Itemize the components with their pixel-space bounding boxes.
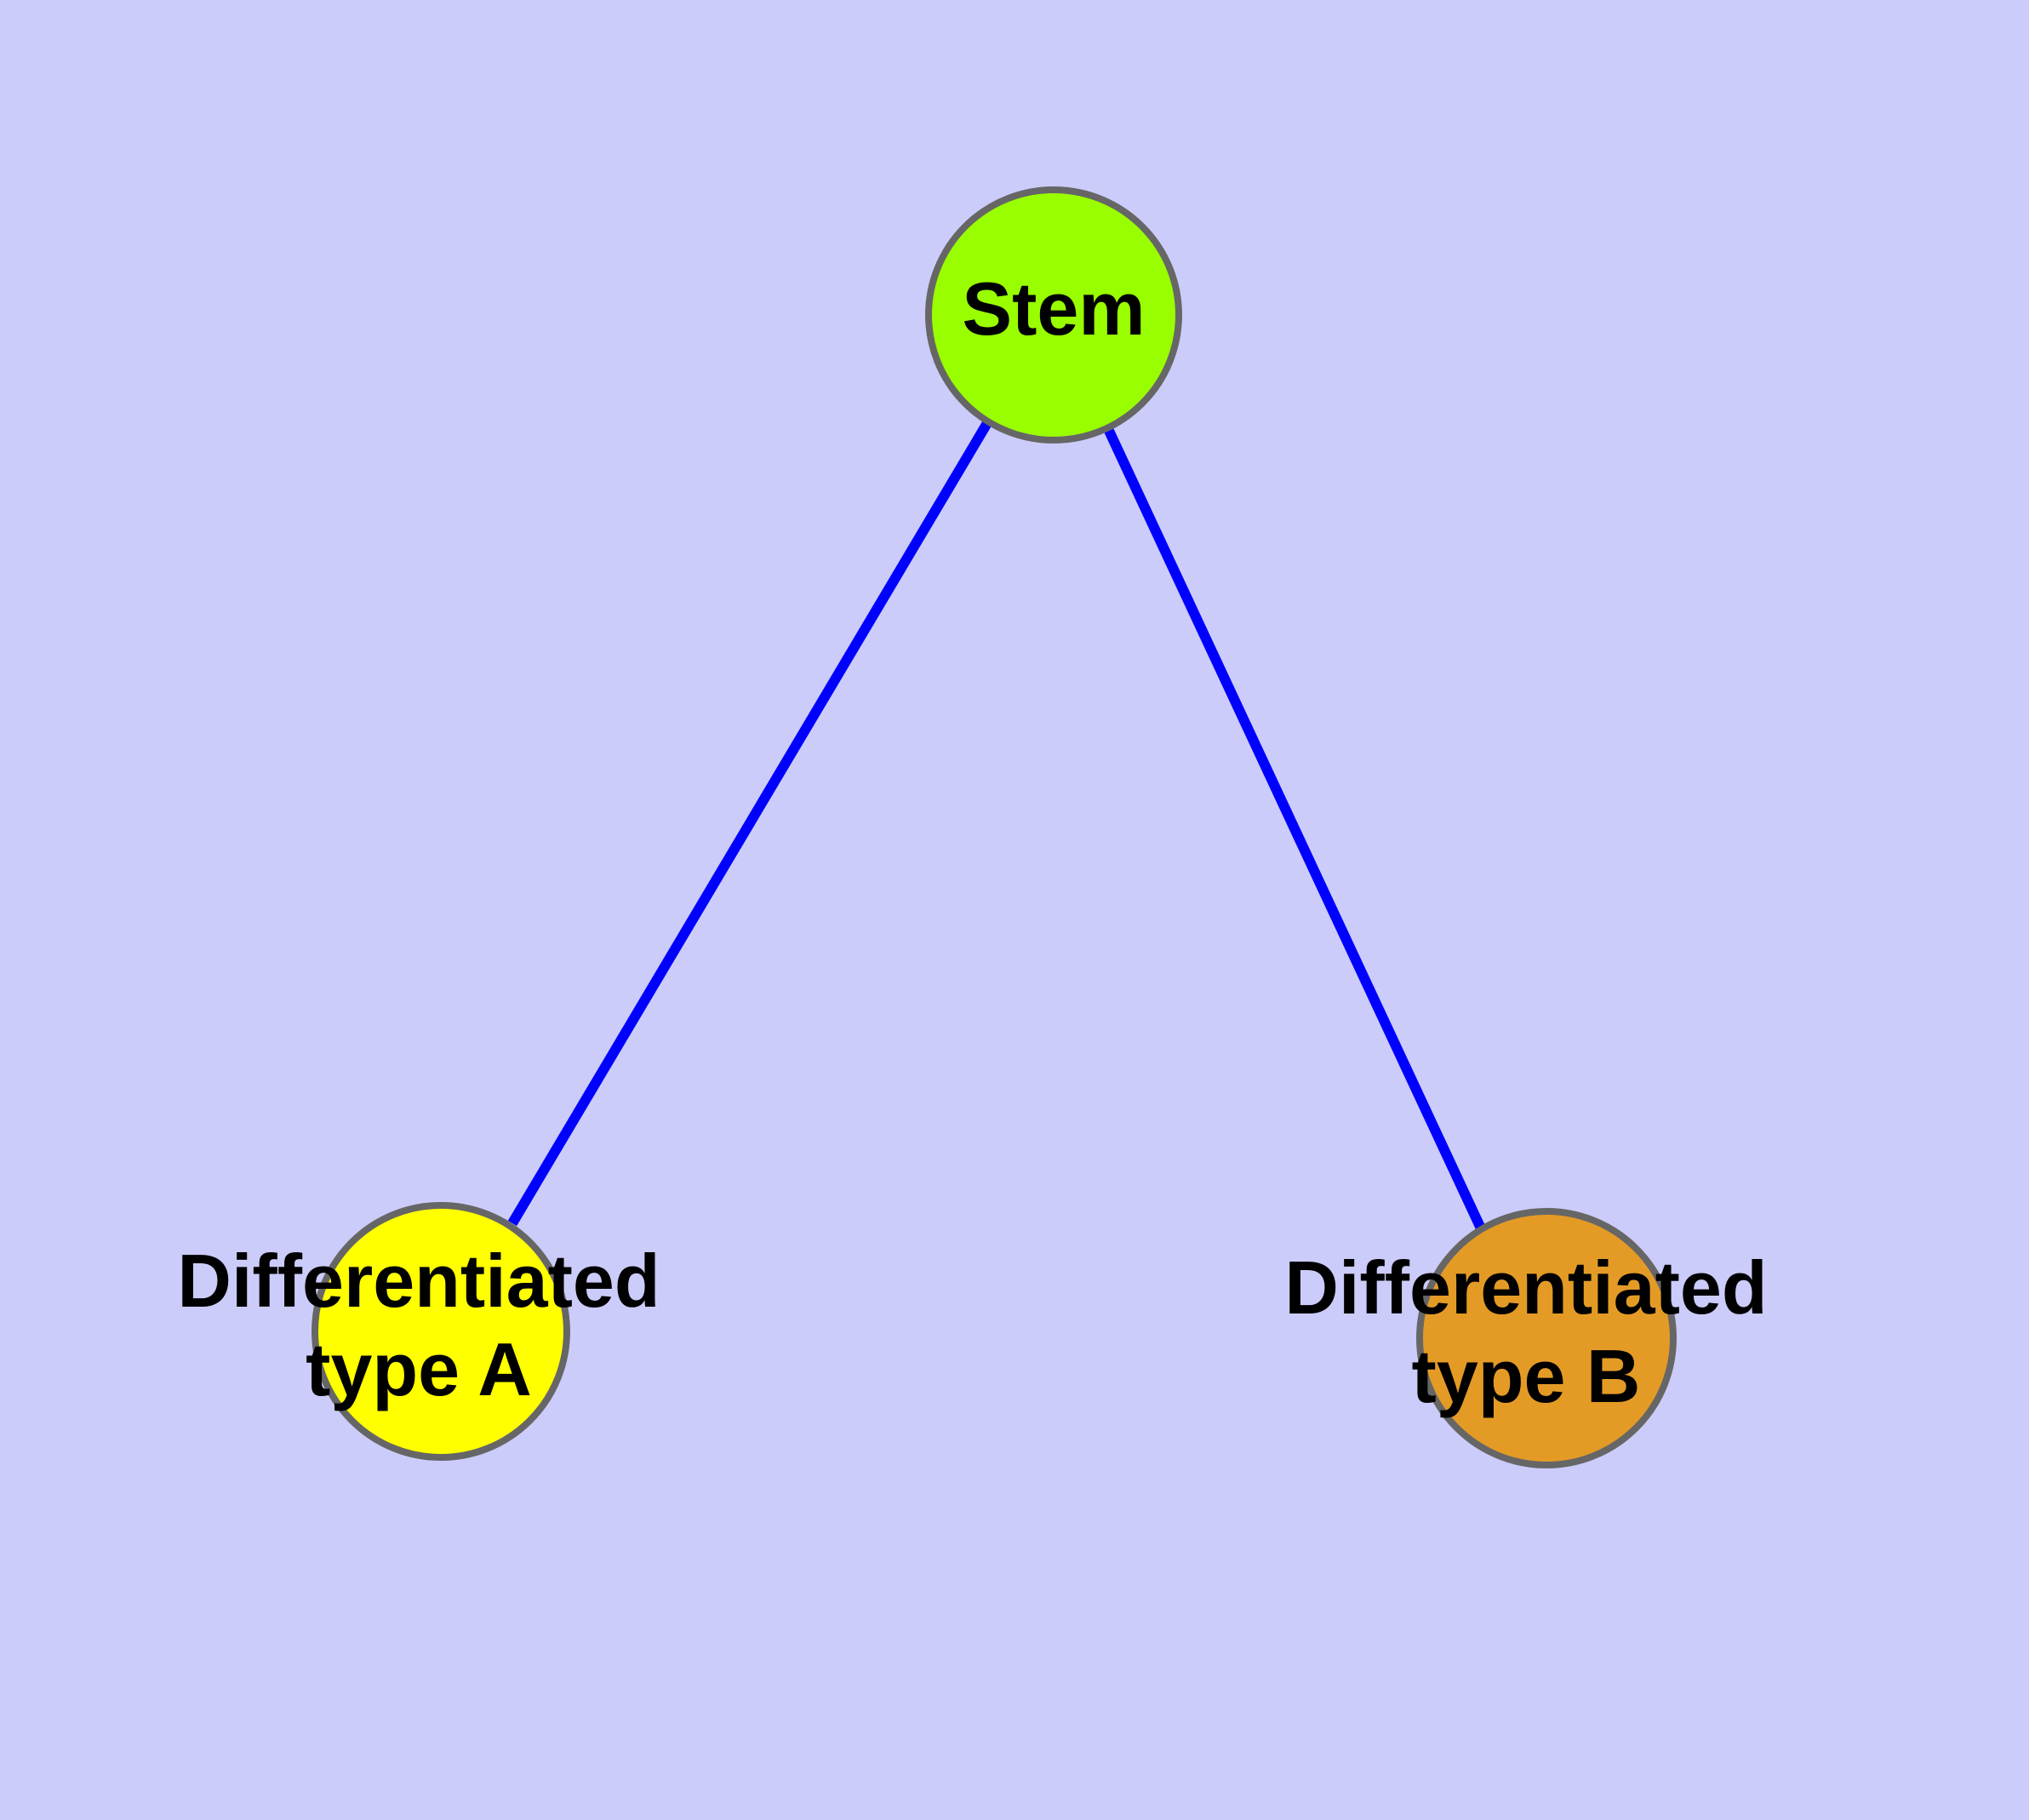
node-differentiated-type-a-circle[interactable] <box>311 1202 570 1461</box>
edge-stem-to-differentiated-type-b[interactable] <box>1104 428 1486 1231</box>
node-stem-label: Stem <box>962 266 1145 351</box>
node-differentiated-type-b-circle[interactable] <box>1416 1208 1677 1468</box>
node-stem[interactable]: Stem <box>925 186 1182 444</box>
edge-stem-to-differentiated-type-a[interactable] <box>507 420 992 1227</box>
edges-layer <box>507 420 1486 1231</box>
node-stem-circle[interactable] <box>925 186 1182 444</box>
